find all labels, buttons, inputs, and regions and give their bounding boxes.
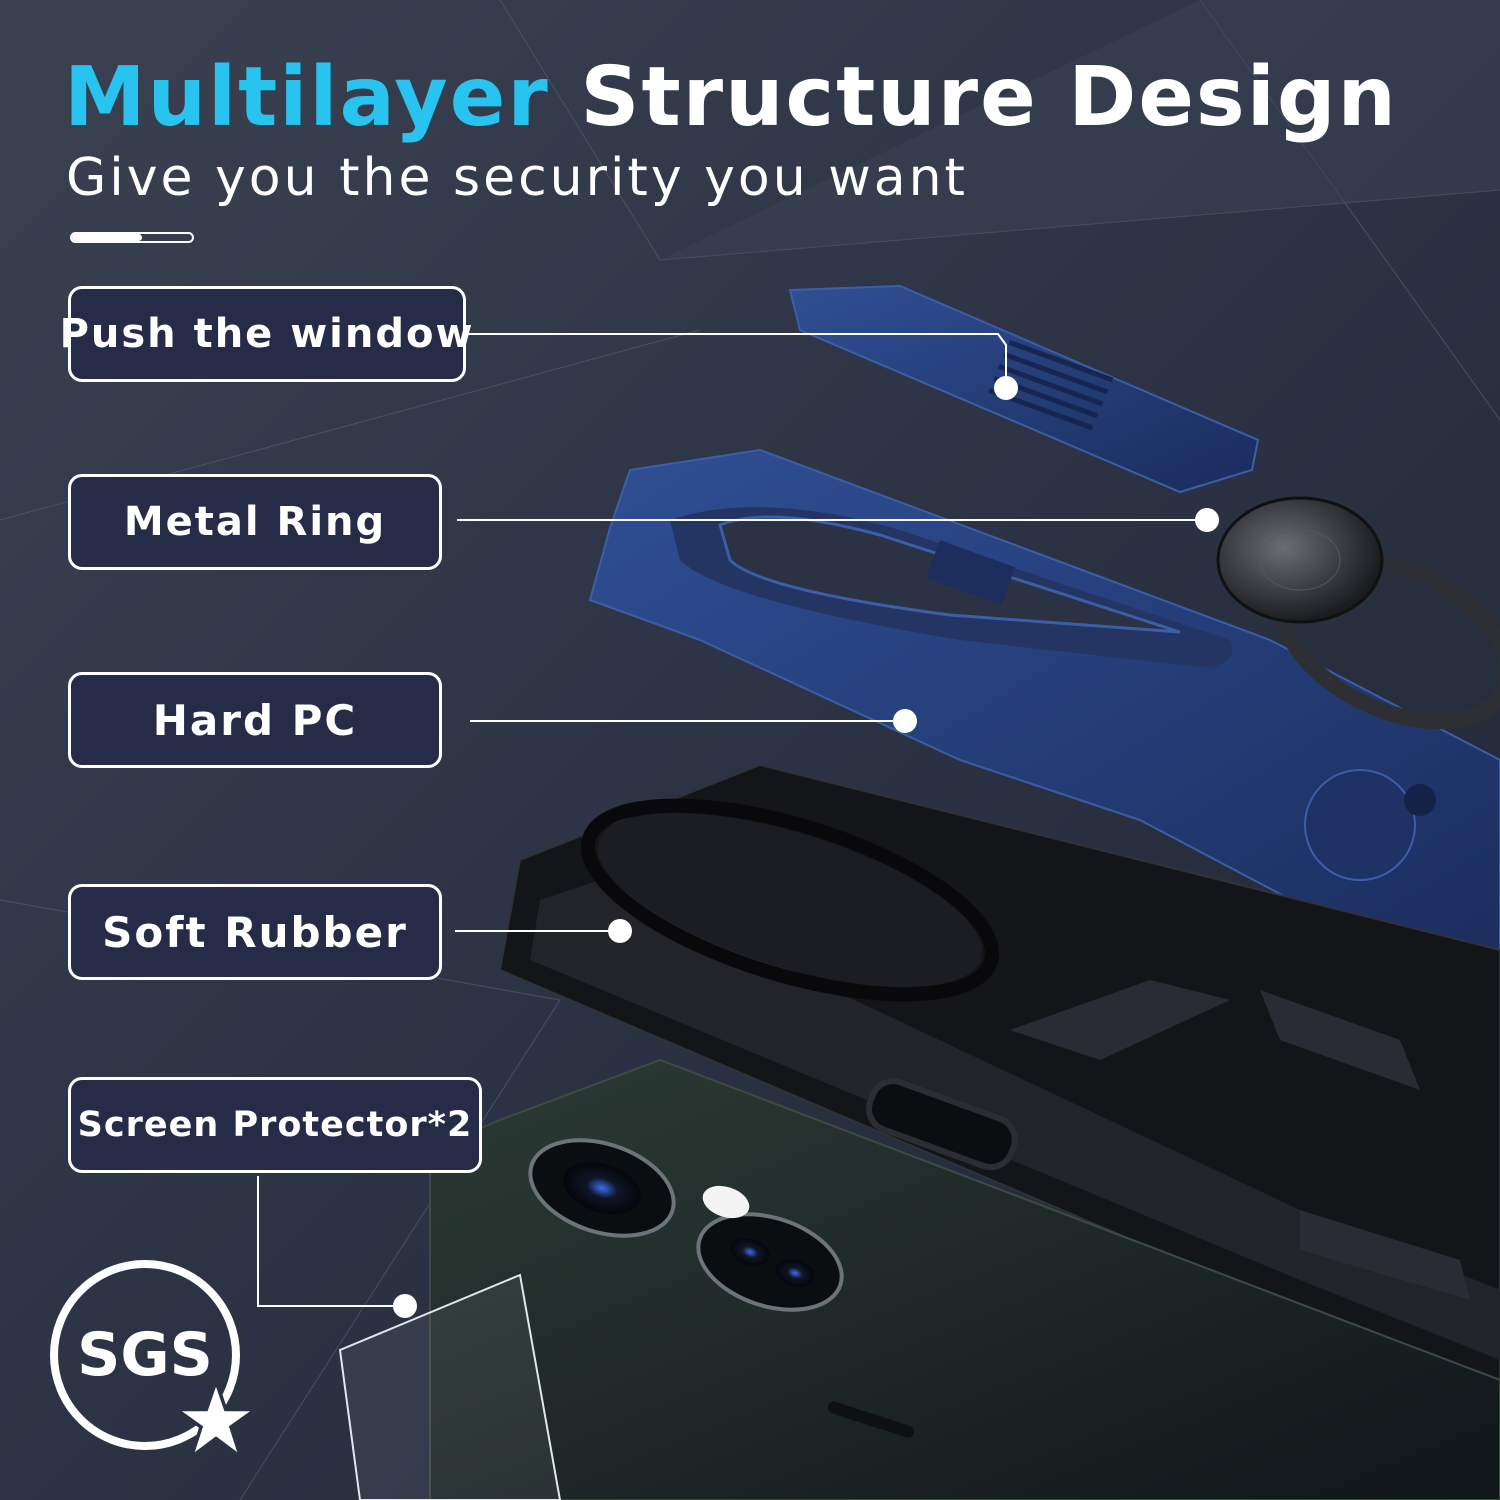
sgs-badge: SGS [50,1260,240,1450]
callout-line-screen [257,1176,405,1307]
soft-rubber-case [498,763,1500,1442]
callout-dot-rubber [608,919,632,943]
camera-slider [788,284,1260,494]
background-facet [660,0,1500,260]
label-hard-pc: Hard PC [68,672,442,768]
title-accent: Multilayer [64,50,550,145]
label-metal-ring: Metal Ring [68,474,442,570]
camera-module [528,1138,844,1312]
page-title: Multilayer Structure Design [64,48,1398,148]
decorative-progress-bar [70,232,194,243]
sgs-badge-text: SGS [77,1320,213,1390]
phone-back [429,1058,1500,1500]
callout-dot-screen [393,1294,417,1318]
rubber-texture [1010,980,1470,1300]
label-soft-rubber: Soft Rubber [68,884,442,980]
callout-dot-ring [1195,508,1219,532]
title-rest: Structure Design [580,50,1398,145]
metal-ring-holder [1216,496,1500,730]
callout-dot-pc [893,709,917,733]
slider-grip [988,339,1114,431]
callout-dots [393,376,1219,1318]
callout-dot-window [994,376,1018,400]
star-icon [172,1376,260,1462]
label-push-window: Push the window [60,286,472,382]
callout-lines [257,333,1207,1307]
callout-line-window [468,333,1007,388]
page-subtitle: Give you the security you want [66,148,968,208]
hard-pc-shell [588,448,1500,1012]
screen-protector-glass [338,1273,562,1500]
label-screen-protector: Screen Protector*2 [68,1077,482,1173]
decorative-progress-fill [72,234,142,241]
